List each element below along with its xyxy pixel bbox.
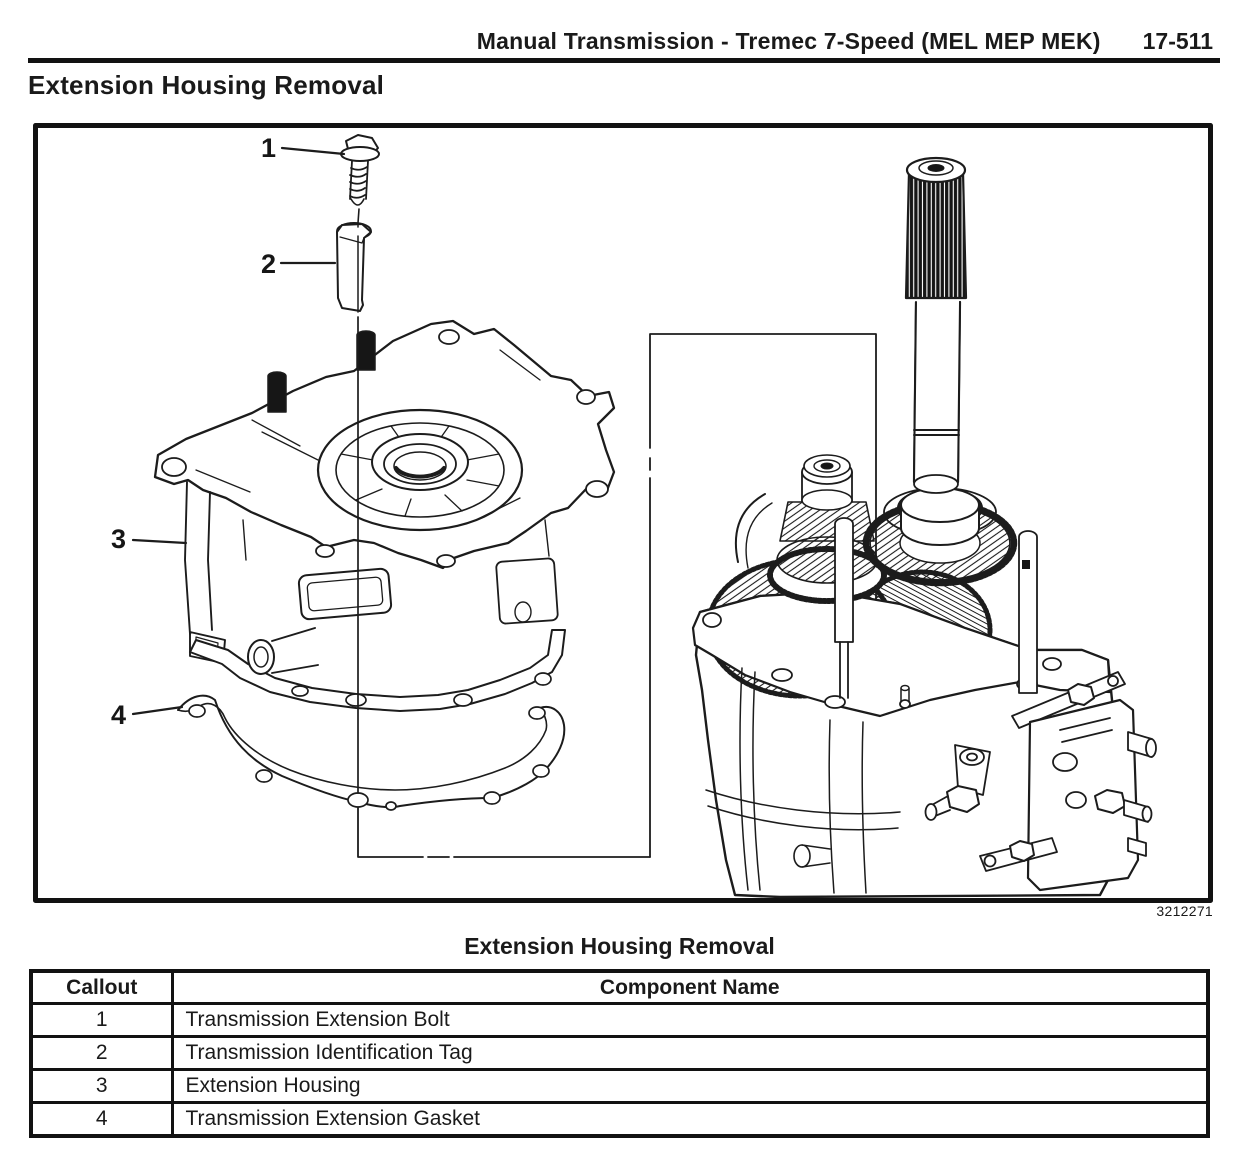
parts-table: Callout Component Name 1 Transmission Ex…	[29, 969, 1210, 1138]
technical-illustration: 1 2 3 4	[33, 123, 1213, 903]
component-cell: Transmission Extension Gasket	[170, 1101, 1210, 1138]
callout-cell: 4	[29, 1101, 174, 1138]
housing-base-rim	[189, 629, 566, 712]
table-title: Extension Housing Removal	[464, 933, 775, 959]
callout-cell: 2	[29, 1035, 174, 1071]
gasket-illustration	[177, 694, 566, 811]
bearing-boss	[316, 408, 524, 532]
figure-border	[33, 123, 1213, 903]
callout-4-label: 4	[111, 700, 126, 730]
output-shaft	[862, 156, 1018, 587]
spline-section	[904, 170, 968, 300]
table-row: 2 Transmission Identification Tag	[29, 1035, 1210, 1071]
transmission-assembly-illustration	[691, 156, 1157, 899]
id-tag-illustration	[336, 222, 372, 313]
callout-3-label: 3	[111, 524, 126, 554]
component-cell: Extension Housing	[170, 1068, 1210, 1104]
callout-labels: 1 2 3 4	[111, 133, 346, 730]
page-header: Manual Transmission - Tremec 7-Speed (ME…	[0, 28, 1213, 55]
header-rule	[28, 58, 1220, 63]
extension-housing-illustration	[153, 319, 616, 712]
component-cell: Transmission Extension Bolt	[170, 1002, 1210, 1038]
column-header-component: Component Name	[170, 969, 1210, 1005]
table-header-row: Callout Component Name	[29, 969, 1210, 1005]
section-heading: Extension Housing Removal	[28, 70, 385, 100]
column-header-callout: Callout	[29, 969, 174, 1005]
header-page-number: 17-511	[1142, 28, 1213, 54]
callout-1-label: 1	[261, 133, 276, 163]
callout-cell: 3	[29, 1068, 174, 1104]
table-row: 4 Transmission Extension Gasket	[29, 1101, 1210, 1138]
callout-cell: 1	[29, 1002, 174, 1038]
housing-body	[184, 481, 566, 712]
shift-rails	[834, 517, 1038, 699]
header-title: Manual Transmission - Tremec 7-Speed (ME…	[476, 28, 1101, 54]
studs	[267, 330, 376, 413]
table-row: 1 Transmission Extension Bolt	[29, 1002, 1210, 1038]
table-row: 3 Extension Housing	[29, 1068, 1210, 1104]
component-cell: Transmission Identification Tag	[170, 1035, 1210, 1071]
callout-2-label: 2	[261, 249, 276, 279]
bolt-illustration	[340, 134, 380, 224]
shift-bracket-assembly	[924, 671, 1157, 892]
figure-id: 3212271	[1156, 903, 1213, 919]
